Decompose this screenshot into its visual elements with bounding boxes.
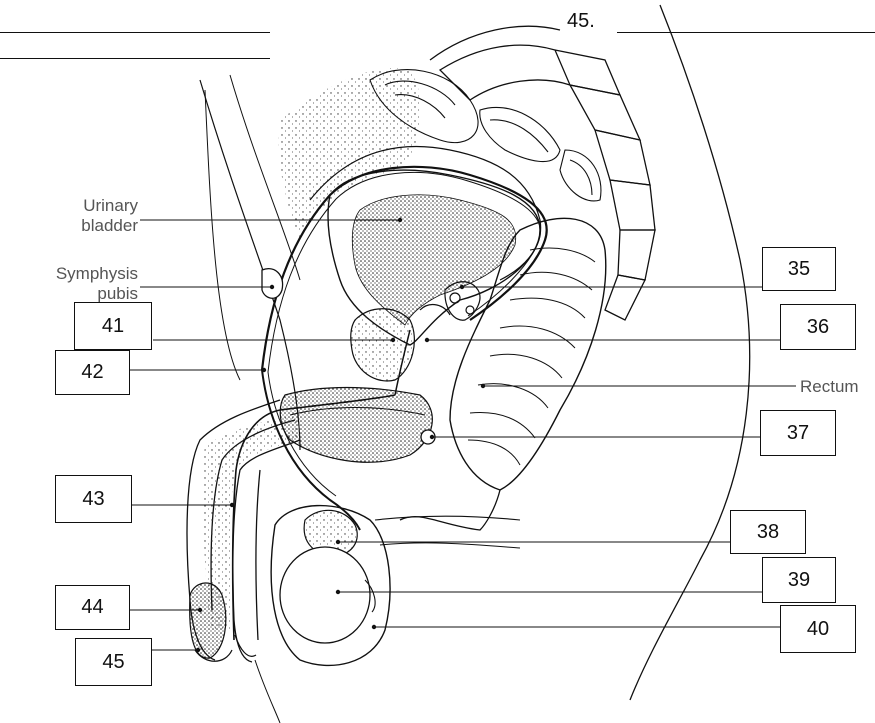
label-box-37[interactable]: 37	[760, 410, 836, 456]
answer-blank-1[interactable]	[0, 32, 270, 33]
question-45-number: 45.	[567, 10, 595, 33]
label-urinary-bladder: Urinary bladder	[42, 196, 138, 235]
prostate	[351, 309, 415, 381]
label-box-41[interactable]: 41	[74, 302, 152, 350]
body-outline	[630, 5, 750, 700]
rectum-folds	[468, 248, 595, 465]
label-box-35[interactable]: 35	[762, 247, 836, 291]
label-box-42[interactable]: 42	[55, 350, 130, 395]
answer-blank-45[interactable]	[617, 32, 875, 33]
label-box-44[interactable]: 44	[55, 585, 130, 630]
label-box-39[interactable]: 39	[762, 557, 836, 603]
symphysis-pubis	[262, 269, 283, 299]
label-box-36[interactable]: 36	[780, 304, 856, 350]
skin-front	[205, 90, 240, 380]
label-box-40[interactable]: 40	[780, 605, 856, 653]
label-box-43[interactable]: 43	[55, 475, 132, 523]
label-symphysis-pubis: Symphysis pubis	[8, 264, 138, 303]
glans-penis	[190, 583, 226, 658]
testis	[280, 547, 370, 643]
anal-canal	[400, 490, 500, 530]
label-box-45[interactable]: 45	[75, 638, 152, 686]
label-box-38[interactable]: 38	[730, 510, 806, 554]
label-rectum: Rectum	[800, 377, 859, 397]
answer-blank-2[interactable]	[0, 58, 270, 59]
bulb-of-penis	[280, 388, 432, 463]
